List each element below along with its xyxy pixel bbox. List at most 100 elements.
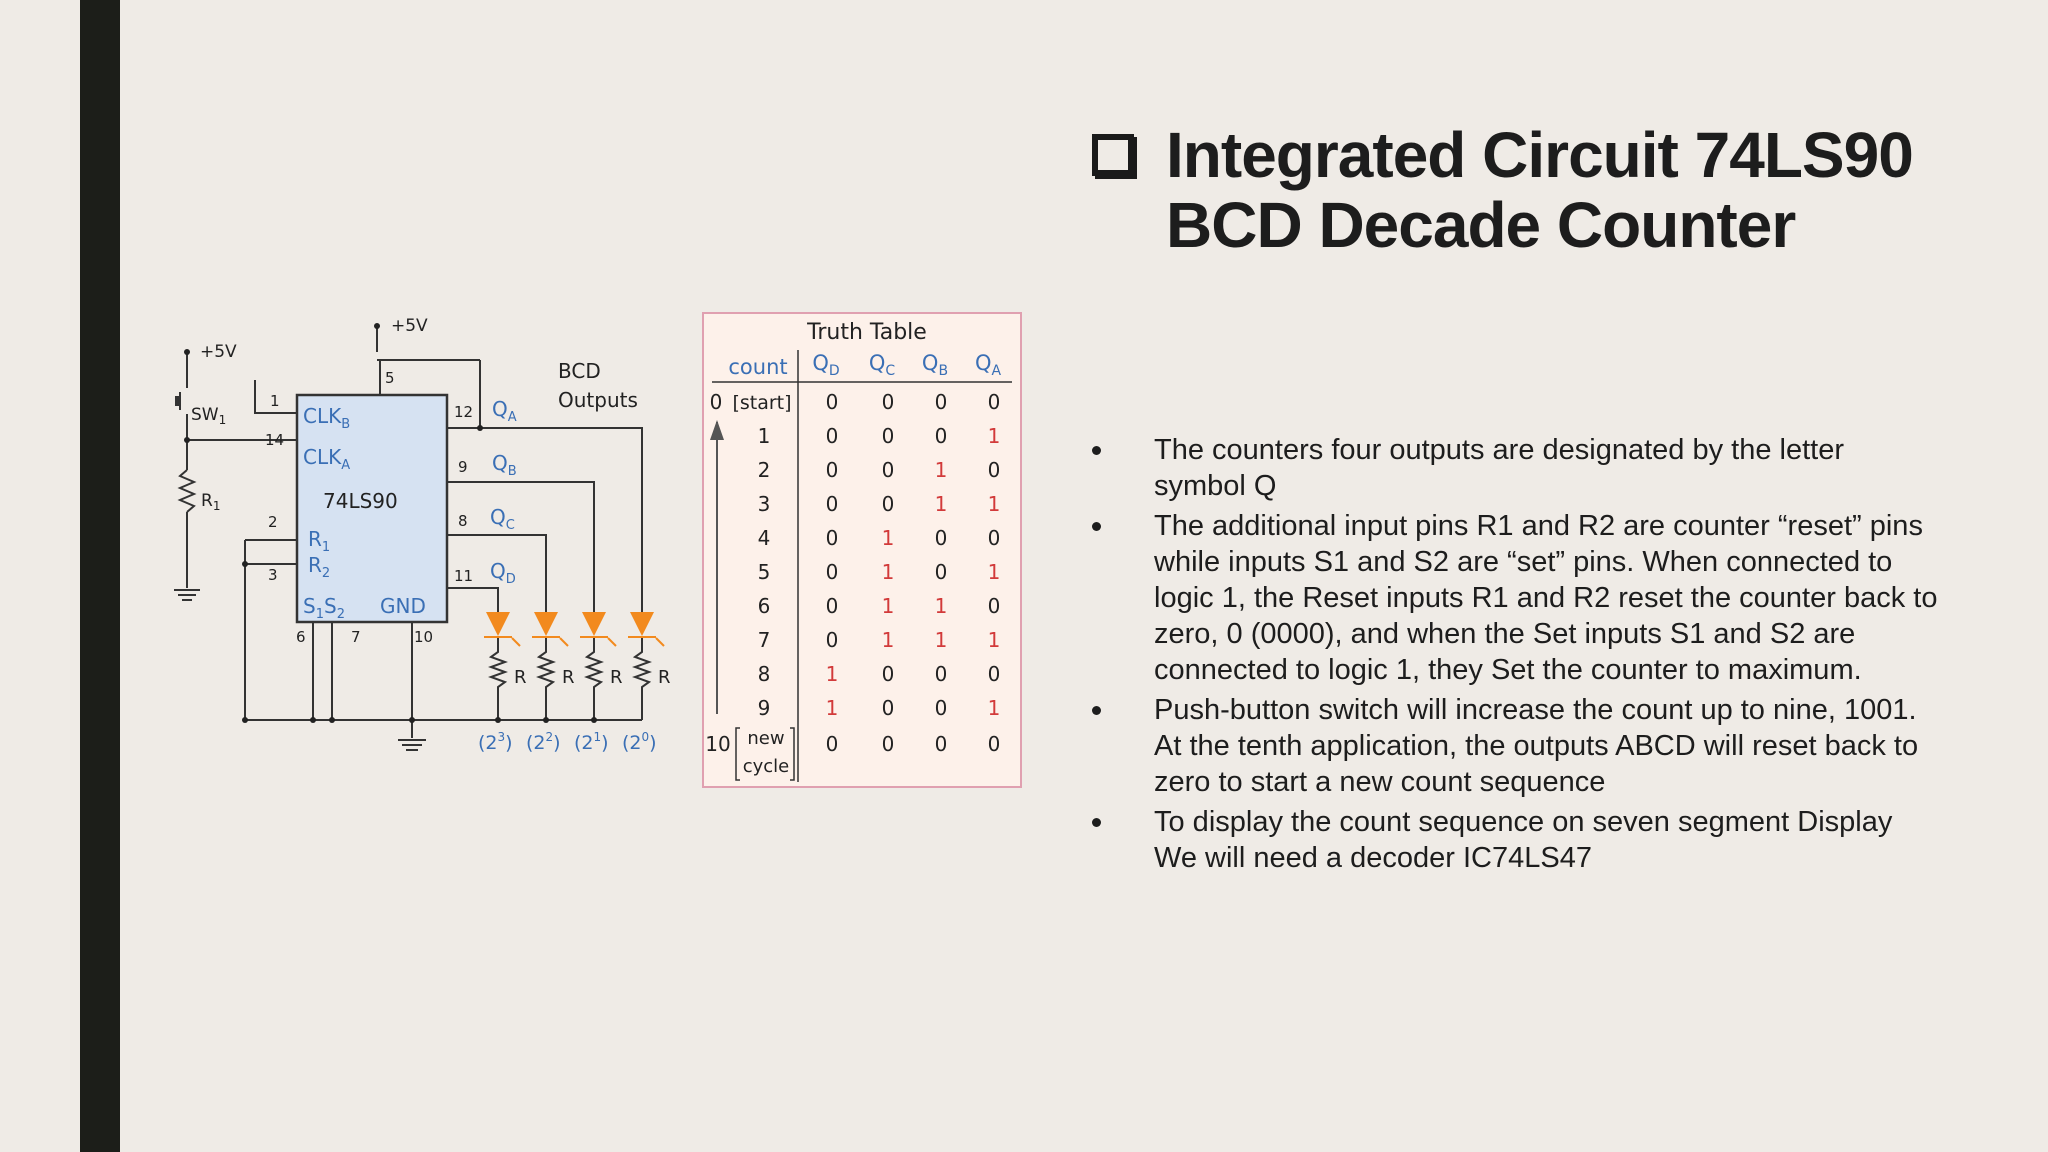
bullet-item: The additional input pins R1 and R2 are … bbox=[1092, 508, 1942, 688]
count-cell: 7 bbox=[758, 628, 771, 652]
bit-cell: 1 bbox=[882, 526, 895, 550]
bit-cell: 0 bbox=[882, 662, 895, 686]
circuit-diagram: +5V +5V SW1 R1 74LS90 BCD Outputs CLKB C… bbox=[174, 316, 671, 754]
pin-8-label: 8 bbox=[458, 512, 468, 530]
bit-cell: 0 bbox=[935, 662, 948, 686]
bullet-dot-icon bbox=[1092, 446, 1101, 455]
qa-label: QA bbox=[492, 397, 517, 425]
weight-2-1: (21) bbox=[574, 730, 609, 754]
new-cycle-line-2: cycle bbox=[743, 756, 790, 777]
bit-cell: 1 bbox=[935, 458, 948, 482]
led-icon bbox=[630, 612, 654, 636]
bit-cell: 1 bbox=[935, 594, 948, 618]
outputs-label: Outputs bbox=[558, 388, 638, 412]
vcc-top-label: +5V bbox=[391, 316, 428, 336]
weight-2-2: (22) bbox=[526, 730, 561, 754]
bullet-item: Push-button switch will increase the cou… bbox=[1092, 692, 1942, 800]
bit-cell: 1 bbox=[988, 628, 1001, 652]
bit-cell: 1 bbox=[988, 424, 1001, 448]
pin-11-label: 11 bbox=[454, 567, 473, 585]
qd-label: QD bbox=[490, 559, 516, 587]
pin-5-label: 5 bbox=[385, 369, 395, 387]
vcc-left-label: +5V bbox=[200, 342, 237, 362]
bit-cell: 1 bbox=[935, 628, 948, 652]
bit-cell: 0 bbox=[988, 526, 1001, 550]
led-icon bbox=[534, 612, 558, 636]
r1-label: R1 bbox=[308, 527, 330, 555]
count-cell: 6 bbox=[758, 594, 771, 618]
bit-cell: 0 bbox=[826, 732, 839, 756]
bit-cell: 0 bbox=[988, 594, 1001, 618]
bit-cell: 1 bbox=[935, 492, 948, 516]
pin-12-label: 12 bbox=[454, 403, 473, 421]
led-resistor-label: R bbox=[610, 667, 623, 688]
qc-label: QC bbox=[490, 505, 515, 533]
count-cell: 9 bbox=[758, 696, 771, 720]
s1s2-label: S1S2 bbox=[303, 594, 345, 622]
count-cell: 10 bbox=[705, 732, 730, 756]
ic-part-number: 74LS90 bbox=[323, 489, 398, 513]
pin-6-label: 6 bbox=[296, 628, 306, 646]
bullet-item: To display the count sequence on seven s… bbox=[1092, 804, 1942, 876]
bit-cell: 1 bbox=[826, 696, 839, 720]
bullet-list: The counters four outputs are designated… bbox=[1092, 432, 1942, 880]
pin-3-label: 3 bbox=[268, 566, 278, 584]
led-icons bbox=[486, 612, 654, 636]
bcd-label: BCD bbox=[558, 359, 601, 383]
bullet-dot-icon bbox=[1092, 706, 1101, 715]
gnd-label: GND bbox=[380, 594, 426, 618]
bit-cell: 0 bbox=[882, 492, 895, 516]
resistor-r1-label: R1 bbox=[201, 491, 220, 513]
column-header-qd: QD bbox=[812, 351, 839, 379]
bullet-text: To display the count sequence on seven s… bbox=[1154, 806, 1893, 874]
count-cell: 3 bbox=[758, 492, 771, 516]
clka-label: CLKA bbox=[303, 445, 350, 473]
truth-table-title: Truth Table bbox=[806, 320, 927, 345]
bit-cell: 0 bbox=[935, 526, 948, 550]
weight-2-3: (23) bbox=[478, 730, 513, 754]
bullet-text: The additional input pins R1 and R2 are … bbox=[1154, 510, 1938, 686]
title-line-2: BCD Decade Counter bbox=[1166, 189, 1796, 261]
bit-cell: 0 bbox=[935, 560, 948, 584]
led-icon bbox=[486, 612, 510, 636]
title-line-1: Integrated Circuit 74LS90 bbox=[1166, 119, 1914, 191]
count-cell: 4 bbox=[758, 526, 771, 550]
switch-label: SW1 bbox=[191, 405, 226, 427]
led-resistor-label: R bbox=[514, 667, 527, 688]
count-up-arrow-icon bbox=[710, 420, 724, 440]
bit-cell: 0 bbox=[882, 696, 895, 720]
qb-label: QB bbox=[492, 451, 517, 479]
clkb-label: CLKB bbox=[303, 404, 350, 432]
count-cell: 1 bbox=[758, 424, 771, 448]
count-cell: 5 bbox=[758, 560, 771, 584]
push-switch-icon bbox=[175, 396, 181, 406]
bit-cell: 0 bbox=[988, 390, 1001, 414]
slide-title: Integrated Circuit 74LS90 BCD Decade Cou… bbox=[1166, 119, 1914, 261]
led-icon bbox=[582, 612, 606, 636]
bullet-text: Push-button switch will increase the cou… bbox=[1154, 694, 1919, 798]
bit-cell: 1 bbox=[988, 492, 1001, 516]
count-header: count bbox=[728, 355, 787, 379]
r2-label: R2 bbox=[308, 553, 330, 581]
bit-cell: 0 bbox=[826, 458, 839, 482]
pin-10-label: 10 bbox=[414, 628, 433, 646]
led-resistor-label: R bbox=[562, 667, 575, 688]
bit-cell: 0 bbox=[826, 424, 839, 448]
bit-cell: 0 bbox=[935, 424, 948, 448]
weight-2-0: (20) bbox=[622, 730, 657, 754]
bullet-dot-icon bbox=[1092, 818, 1101, 827]
pin-14-label: 14 bbox=[265, 431, 284, 449]
bit-cell: 0 bbox=[882, 458, 895, 482]
bit-cell: 0 bbox=[988, 732, 1001, 756]
pin-2-label: 2 bbox=[268, 513, 278, 531]
bit-cell: 0 bbox=[826, 560, 839, 584]
